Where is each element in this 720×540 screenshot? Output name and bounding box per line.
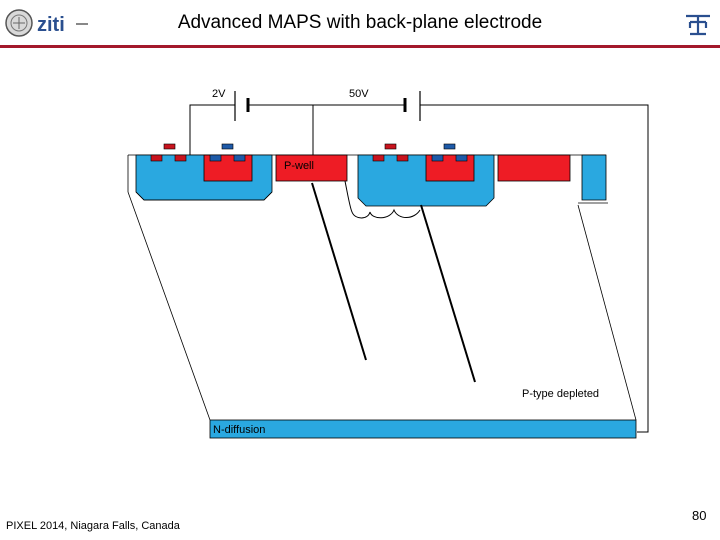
contact — [372, 154, 385, 162]
voltage-label-right: 50V — [349, 88, 369, 100]
particle-track-left — [311, 182, 367, 361]
p-well-right — [497, 154, 571, 182]
particle-track-right — [420, 204, 476, 383]
page-number: 80 — [692, 508, 707, 523]
contact — [396, 154, 409, 162]
university-seal-icon: ziti — [4, 8, 92, 43]
header-divider — [0, 45, 720, 48]
svg-text:ziti: ziti — [37, 14, 65, 36]
bias-circuit — [189, 104, 649, 433]
contact — [384, 143, 397, 150]
drift-path-coil — [344, 180, 421, 219]
n-well-middle — [357, 154, 495, 207]
n-diffusion-layer — [209, 419, 637, 439]
wire-right-loop — [420, 104, 649, 433]
institute-logo-icon — [684, 12, 712, 43]
n-well-left — [135, 154, 273, 201]
slide-title: Advanced MAPS with back-plane electrode — [177, 12, 543, 33]
contact — [233, 154, 246, 162]
contact — [150, 154, 163, 162]
contact — [209, 154, 222, 162]
p-type-depleted-label: P-type depleted — [522, 388, 600, 400]
contact — [163, 143, 176, 150]
contact — [221, 143, 234, 150]
p-well — [275, 154, 348, 182]
n-diffusion-label: N-diffusion — [213, 424, 266, 436]
battery-2v-icon — [234, 91, 250, 121]
contact — [443, 143, 456, 150]
n-well-right — [578, 154, 608, 204]
p-well-label: P-well — [284, 160, 314, 172]
contact — [174, 154, 187, 162]
contacts — [150, 143, 468, 162]
footer-text: PIXEL 2014, Niagara Falls, Canada — [6, 520, 180, 532]
voltage-label-left: 2V — [212, 88, 226, 100]
contact — [431, 154, 444, 162]
battery-50v-icon — [403, 91, 421, 121]
wire-left-drop — [189, 104, 235, 155]
contact — [455, 154, 468, 162]
